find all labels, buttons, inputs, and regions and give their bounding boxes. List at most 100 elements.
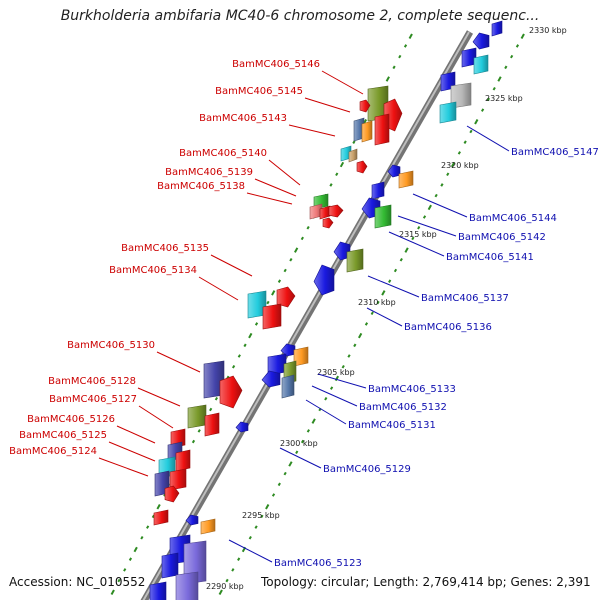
gene-label-bammc406_5131[interactable]: BamMC406_5131 <box>348 420 436 431</box>
gene-block[interactable] <box>374 113 390 146</box>
gene-arrow[interactable] <box>356 160 368 174</box>
gene-arrow[interactable] <box>261 370 281 388</box>
gene-block[interactable] <box>175 571 199 600</box>
gene-block[interactable] <box>398 170 414 189</box>
gene-label-bammc406_5132[interactable]: BamMC406_5132 <box>359 402 447 413</box>
gene-block[interactable] <box>473 54 489 75</box>
tick-mark <box>209 407 213 412</box>
gene-label-bammc406_5127[interactable]: BamMC406_5127 <box>49 394 137 405</box>
tick-mark <box>191 439 196 444</box>
tick-mark <box>329 183 333 187</box>
tick-mark <box>364 322 369 326</box>
gene-arrow[interactable] <box>235 421 249 433</box>
leader-line <box>254 178 297 197</box>
tick-mark <box>422 215 427 219</box>
gene-label-bammc406_5124[interactable]: BamMC406_5124 <box>9 446 97 457</box>
tick-mark <box>289 258 293 262</box>
gene-block[interactable] <box>371 181 385 200</box>
gene-block[interactable] <box>262 303 282 330</box>
leader-line <box>367 275 420 298</box>
leader-line <box>466 125 510 152</box>
gene-arrow[interactable] <box>328 204 344 218</box>
gene-block[interactable] <box>153 509 169 526</box>
gene-block[interactable] <box>281 374 295 399</box>
gene-arrow[interactable] <box>359 99 371 113</box>
gene-block[interactable] <box>161 552 179 579</box>
tick-mark <box>306 225 310 230</box>
tick-mark <box>474 119 479 125</box>
gene-arrow[interactable] <box>164 485 180 503</box>
tick-mark <box>427 204 432 211</box>
gene-label-bammc406_5144[interactable]: BamMC406_5144 <box>469 213 557 224</box>
tick-mark <box>311 418 316 424</box>
gene-arrow[interactable] <box>185 514 199 526</box>
tick-mark <box>265 503 270 510</box>
reverse-gene-labels: BamMC406_5147BamMC406_5144BamMC406_5142B… <box>228 125 599 569</box>
gene-label-bammc406_5134[interactable]: BamMC406_5134 <box>109 265 197 276</box>
tick-mark <box>520 33 525 39</box>
tick-mark <box>277 279 282 283</box>
gene-label-bammc406_5143[interactable]: BamMC406_5143 <box>199 113 287 124</box>
gene-block[interactable] <box>374 204 392 229</box>
tick-mark <box>334 375 340 382</box>
tick-mark <box>237 557 241 561</box>
topology-text: Topology: circular; Length: 2,769,414 bp… <box>261 575 591 589</box>
gene-label-bammc406_5128[interactable]: BamMC406_5128 <box>48 376 136 387</box>
gene-block[interactable] <box>175 449 191 472</box>
leader-line <box>321 70 364 95</box>
gene-block[interactable] <box>319 205 331 220</box>
gene-label-bammc406_5133[interactable]: BamMC406_5133 <box>368 384 456 395</box>
gene-block[interactable] <box>439 101 457 124</box>
kbp-label-2310: 2310 kbp <box>358 298 396 307</box>
tick-mark <box>156 503 161 510</box>
leader-line <box>305 399 347 425</box>
leader-line <box>116 425 156 444</box>
gene-block[interactable] <box>169 468 187 491</box>
gene-block[interactable] <box>200 518 216 535</box>
gene-label-bammc406_5142[interactable]: BamMC406_5142 <box>458 232 546 243</box>
gene-label-bammc406_5139[interactable]: BamMC406_5139 <box>165 167 253 178</box>
gene-arrow[interactable] <box>472 32 490 50</box>
gene-block[interactable] <box>293 346 309 367</box>
tick-mark <box>306 429 310 433</box>
gene-block[interactable] <box>491 20 503 37</box>
gene-label-bammc406_5138[interactable]: BamMC406_5138 <box>157 181 245 192</box>
gene-block[interactable] <box>149 581 167 600</box>
gene-block[interactable] <box>348 148 358 163</box>
leader-line <box>210 254 253 277</box>
gene-label-bammc406_5137[interactable]: BamMC406_5137 <box>421 293 509 304</box>
gene-block[interactable] <box>361 120 373 143</box>
gene-label-bammc406_5146[interactable]: BamMC406_5146 <box>232 59 320 70</box>
gene-arrow[interactable] <box>322 217 334 229</box>
gene-label-bammc406_5135[interactable]: BamMC406_5135 <box>121 243 209 254</box>
gene-label-bammc406_5123[interactable]: BamMC406_5123 <box>274 558 362 569</box>
gene-block[interactable] <box>346 248 364 273</box>
tick-mark <box>117 578 121 583</box>
gene-label-bammc406_5136[interactable]: BamMC406_5136 <box>404 322 492 333</box>
gene-block[interactable] <box>187 404 207 429</box>
tick-mark <box>411 236 415 241</box>
gene-arrow[interactable] <box>219 375 243 409</box>
gene-arrow[interactable] <box>276 286 296 308</box>
tick-mark <box>450 161 456 168</box>
gene-block[interactable] <box>204 412 220 437</box>
tick-mark <box>504 65 508 70</box>
gene-label-bammc406_5147[interactable]: BamMC406_5147 <box>511 147 599 158</box>
tick-mark <box>254 322 259 326</box>
tick-mark <box>440 183 444 187</box>
tick-mark <box>381 290 386 296</box>
chromosome-backbone-highlight <box>142 31 470 600</box>
gene-label-bammc406_5141[interactable]: BamMC406_5141 <box>446 252 534 263</box>
gene-label-bammc406_5140[interactable]: BamMC406_5140 <box>179 148 267 159</box>
tick-mark <box>376 300 380 305</box>
gene-label-bammc406_5145[interactable]: BamMC406_5145 <box>215 86 303 97</box>
gene-label-bammc406_5130[interactable]: BamMC406_5130 <box>67 340 155 351</box>
tick-mark <box>128 557 133 561</box>
leader-line <box>311 385 358 407</box>
tick-mark <box>408 33 413 39</box>
gene-label-bammc406_5126[interactable]: BamMC406_5126 <box>27 414 115 425</box>
gene-arrow[interactable] <box>313 264 335 296</box>
gene-label-bammc406_5129[interactable]: BamMC406_5129 <box>323 464 411 475</box>
kbp-label-2290: 2290 kbp <box>206 582 244 591</box>
gene-label-bammc406_5125[interactable]: BamMC406_5125 <box>19 430 107 441</box>
